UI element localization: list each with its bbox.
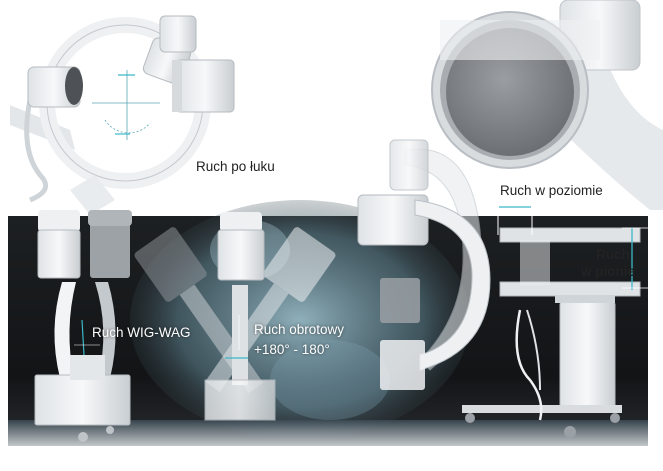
arc-motion-label: Ruch po łuku bbox=[196, 159, 275, 174]
arc-motion-device bbox=[10, 15, 235, 215]
vertical-motion-label-line2: w pionie bbox=[581, 264, 635, 279]
rotation-motion-label-line1: Ruch obrotowy bbox=[254, 322, 345, 337]
detector-closeup bbox=[431, 0, 663, 210]
rotation-motion-label-line2: +180° - 180° bbox=[254, 342, 330, 357]
horizontal-vertical-device bbox=[357, 139, 648, 438]
wigwag-device bbox=[34, 210, 132, 442]
vertical-motion-label-line1: Ruch bbox=[596, 247, 630, 262]
horizontal-motion-label: Ruch w poziomie bbox=[500, 183, 603, 198]
wigwag-motion-label: Ruch WIG-WAG bbox=[92, 325, 191, 340]
rotation-device bbox=[134, 212, 336, 421]
